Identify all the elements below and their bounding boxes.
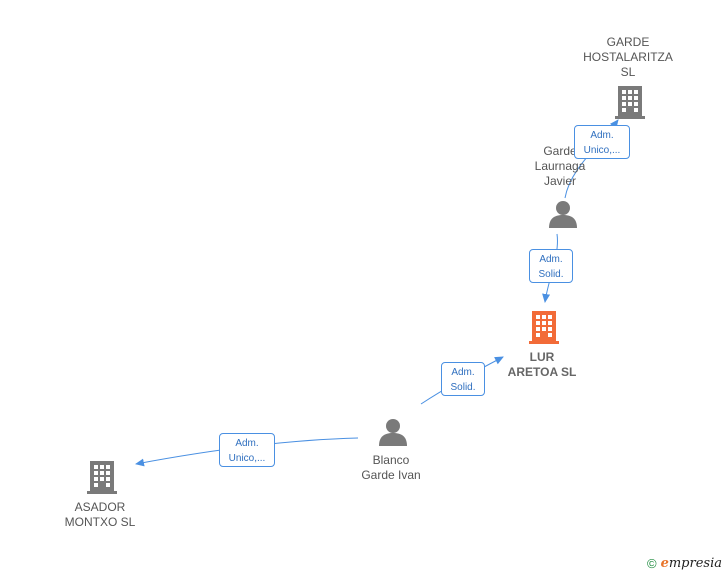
- edge-badge-line1: Adm.: [235, 438, 259, 449]
- node-label-asador-montxo: ASADOR MONTXO SL: [64, 500, 136, 529]
- edge-badge-adm-unico[interactable]: Adm. Unico,...: [219, 433, 275, 467]
- edge-badge-line1: Adm.: [590, 130, 614, 141]
- edge-badge-adm-solid[interactable]: Adm. Solid.: [529, 249, 573, 283]
- edge-badge-adm-solid[interactable]: Adm. Solid.: [441, 362, 485, 396]
- edge-badge-line1: Adm.: [451, 367, 475, 378]
- node-label-lur-aretoa: LUR ARETOA SL: [507, 350, 577, 379]
- node-label-blanco-garde-ivan: Blanco Garde Ivan: [361, 453, 421, 482]
- node-label-garde-hostalaritza: GARDE HOSTALARITZA SL: [583, 35, 673, 79]
- edge-badge-adm-unico[interactable]: Adm. Unico,...: [574, 125, 630, 159]
- edge-badge-line1: Adm.: [539, 254, 563, 265]
- edge-badge-line2: Unico,...: [583, 145, 621, 156]
- person-icon[interactable]: [377, 416, 409, 448]
- empresia-logo[interactable]: empresia: [661, 556, 722, 571]
- building-icon[interactable]: [84, 459, 120, 495]
- copyright-icon: ©: [646, 556, 657, 571]
- node-label-garde-laurnaga-javier: Garde Laurnaga Javier: [534, 144, 586, 188]
- edge-badge-line2: Solid.: [450, 382, 476, 393]
- brand-footer: © empresia: [647, 556, 722, 571]
- edge-badge-line2: Solid.: [538, 269, 564, 280]
- person-icon[interactable]: [547, 198, 579, 230]
- edge-badge-line2: Unico,...: [228, 453, 266, 464]
- building-icon-focus[interactable]: [526, 309, 562, 345]
- logo-initial: e: [660, 556, 669, 571]
- building-icon[interactable]: [612, 84, 648, 120]
- logo-text: mpresia: [668, 556, 722, 571]
